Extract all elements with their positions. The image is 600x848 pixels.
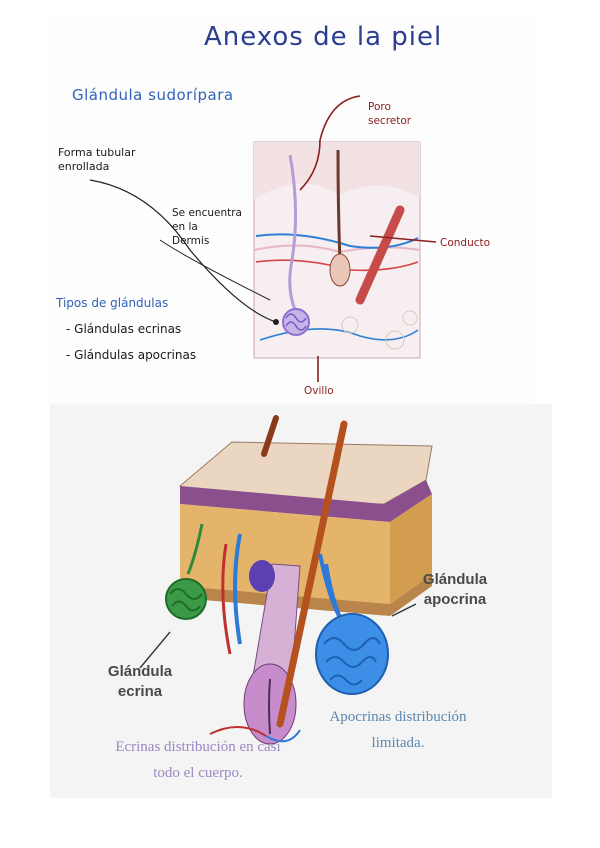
slide-title: Anexos de la piel [204,22,443,52]
note-ecrinas: Ecrinas distribución en casi todo el cue… [115,739,281,781]
label-dermis: Se encuentra en la Dermis [172,207,242,247]
skin-gland-illustration [139,415,433,745]
label-glandula-apocrina: Glándula apocrina [422,571,488,608]
slide-subtitle: Glándula sudorípara [72,86,234,104]
label-poro-secretor: Poro secretor [368,101,412,127]
label-glandula-ecrina: Glándula ecrina [107,663,173,700]
label-conducto: Conducto [440,237,491,249]
label-forma-tubular: Forma tubular enrollada [58,146,136,173]
label-tipos-glandulas: Tipos de glándulas [56,296,169,310]
note-apocrinas: Apocrinas distribución limitada. [329,709,467,751]
label-glandulas-ecrinas: - Glándulas ecrinas [66,322,182,336]
sweat-gland-illustration [89,95,437,382]
label-glandulas-apocrinas: - Glándulas apocrinas [66,348,197,362]
label-ovillo: Ovillo [304,385,334,397]
